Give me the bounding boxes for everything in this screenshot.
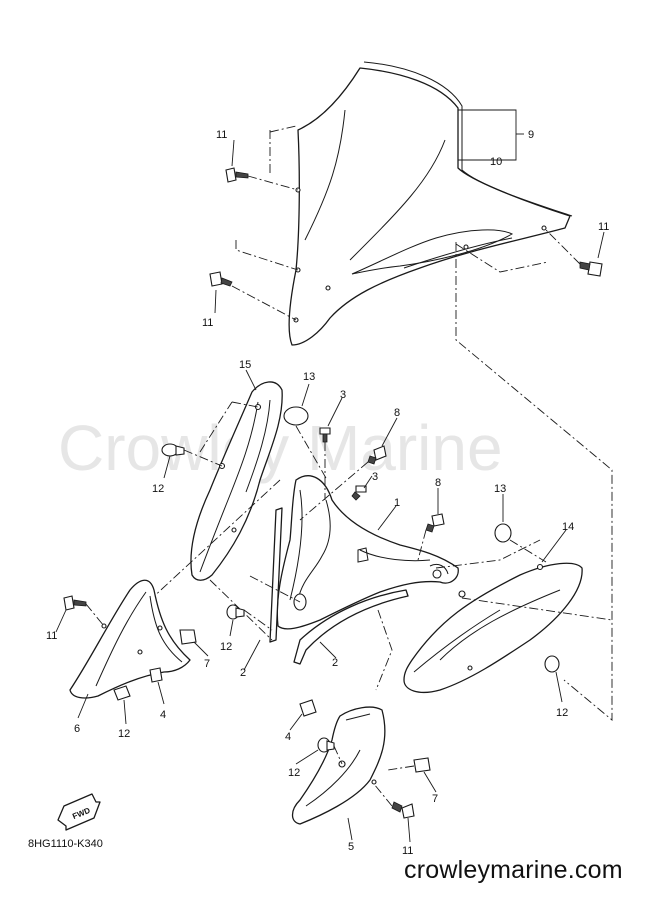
callout-2: 2 bbox=[332, 657, 338, 669]
trim-strip-2-vertical bbox=[269, 507, 283, 643]
callout-11: 11 bbox=[202, 317, 213, 329]
callout-numbers: 11 11 11 9 10 15 13 3 8 3 1 8 13 14 12 1… bbox=[46, 129, 609, 857]
callout-15: 15 bbox=[239, 359, 251, 371]
screw-11-left bbox=[209, 271, 233, 287]
nut-4-lower bbox=[299, 699, 317, 717]
callout-14: 14 bbox=[562, 521, 574, 533]
screw-11-top-left bbox=[225, 167, 249, 183]
callout-2: 2 bbox=[240, 667, 246, 679]
trim-strip-2-lower bbox=[293, 589, 409, 665]
callout-3: 3 bbox=[372, 471, 378, 483]
side-panel-6 bbox=[69, 579, 191, 699]
side-panel-14 bbox=[403, 562, 583, 694]
grommet-12-right bbox=[544, 655, 560, 673]
callout-8: 8 bbox=[435, 477, 441, 489]
screw-3-b bbox=[351, 485, 367, 501]
callout-3: 3 bbox=[340, 389, 346, 401]
callout-12: 12 bbox=[220, 641, 232, 653]
clip-7-left bbox=[179, 629, 197, 645]
callout-12: 12 bbox=[152, 483, 164, 495]
callout-11: 11 bbox=[402, 845, 413, 857]
callout-6: 6 bbox=[74, 723, 80, 735]
callout-4: 4 bbox=[160, 709, 166, 721]
callout-13: 13 bbox=[494, 483, 506, 495]
screw-11-lower bbox=[391, 801, 415, 819]
main-cowling bbox=[276, 475, 459, 630]
site-url[interactable]: crowleymarine.com bbox=[404, 856, 623, 884]
screw-8-a bbox=[367, 445, 387, 465]
callout-12: 12 bbox=[288, 767, 300, 779]
grommet-12-center bbox=[226, 604, 245, 620]
callout-12: 12 bbox=[118, 728, 130, 740]
callout-11: 11 bbox=[46, 630, 57, 642]
grommet-13-right bbox=[494, 523, 512, 543]
callout-8: 8 bbox=[394, 407, 400, 419]
fwd-arrow-icon: FWD bbox=[57, 793, 101, 831]
callout-11: 11 bbox=[216, 129, 227, 141]
callout-5: 5 bbox=[348, 841, 354, 853]
screw-11-right bbox=[579, 261, 603, 277]
watermark: Crowley Marine bbox=[58, 412, 503, 484]
callout-10: 10 bbox=[490, 156, 502, 168]
clip-7-lower bbox=[413, 757, 431, 773]
windshield bbox=[288, 61, 573, 346]
screw-8-b bbox=[425, 513, 445, 533]
screw-3-a bbox=[319, 427, 331, 443]
callout-12: 12 bbox=[556, 707, 568, 719]
leader-lines bbox=[55, 139, 605, 843]
callout-1: 1 bbox=[394, 497, 400, 509]
callout-4: 4 bbox=[285, 731, 291, 743]
grommet-13-top bbox=[283, 406, 309, 426]
grommet-12-small bbox=[113, 685, 131, 701]
lower-panel-5 bbox=[291, 706, 386, 825]
callout-9: 9 bbox=[528, 129, 534, 141]
callout-7: 7 bbox=[432, 793, 438, 805]
document-code: 8HG1110-K340 bbox=[28, 838, 103, 850]
callout-13: 13 bbox=[303, 371, 315, 383]
screw-11-lower-left bbox=[63, 595, 87, 611]
callout-7: 7 bbox=[204, 658, 210, 670]
grommet-12-lower bbox=[317, 737, 335, 753]
callout-11: 11 bbox=[598, 221, 609, 233]
nut-4-left bbox=[149, 667, 163, 683]
side-panel-15 bbox=[190, 381, 283, 581]
